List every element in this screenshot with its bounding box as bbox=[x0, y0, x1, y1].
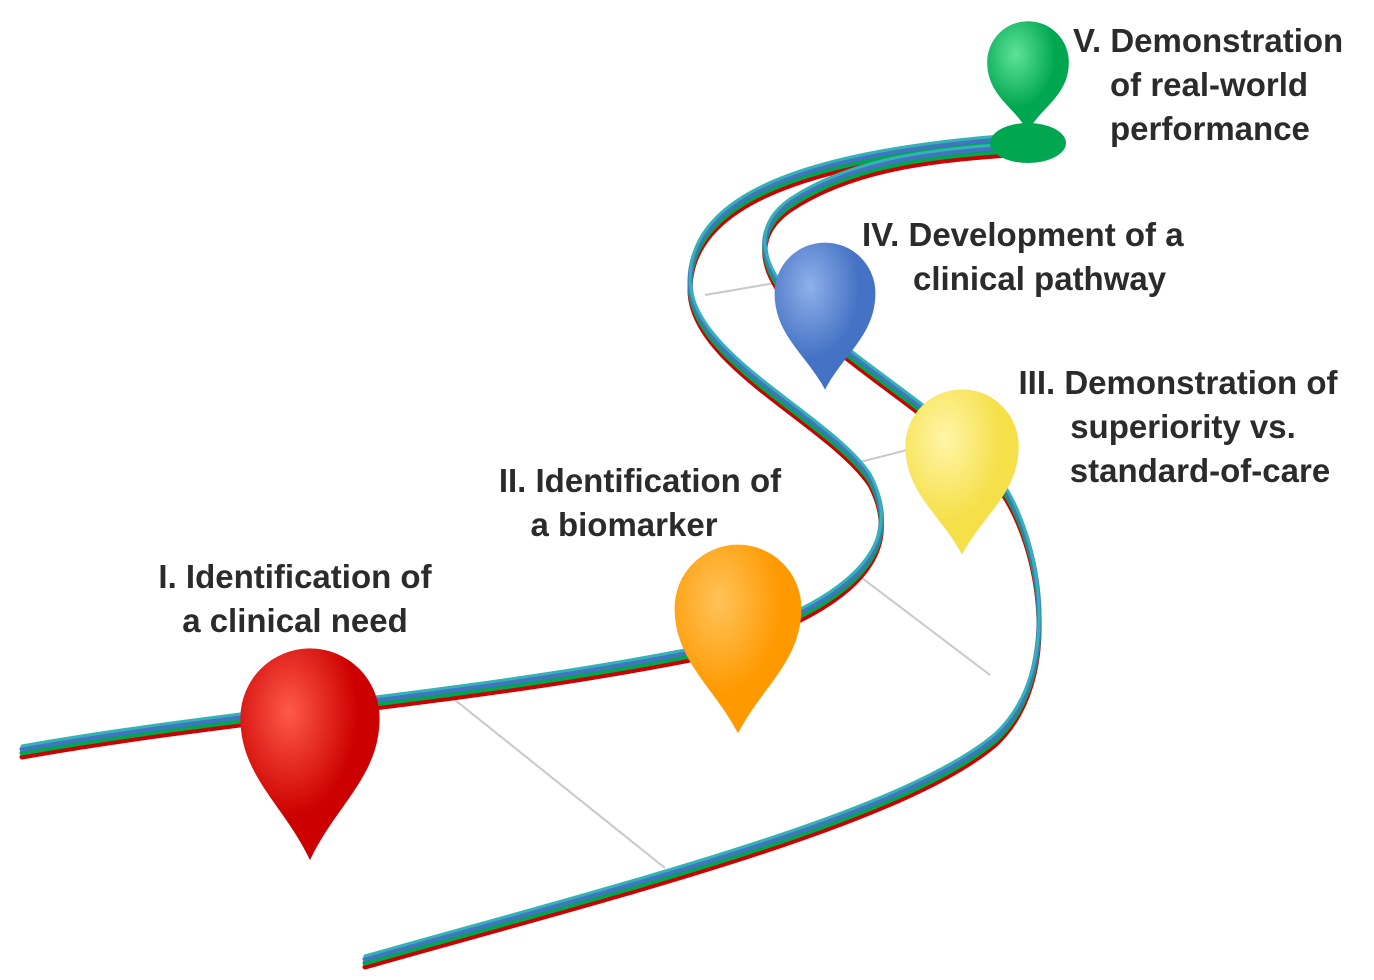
stage-2-label-line-2: a biomarker bbox=[530, 506, 717, 543]
stage-3-label-line-1: III. Demonstration of bbox=[1018, 364, 1338, 401]
stage-4-label-line-2: clinical pathway bbox=[913, 260, 1167, 297]
stage-5-pin-icon bbox=[987, 21, 1069, 132]
stage-1-label-line-1: I. Identification of bbox=[158, 558, 432, 595]
stage-3-label: III. Demonstration of superiority vs. st… bbox=[1018, 364, 1338, 489]
stage-2-label: II. Identification of a biomarker bbox=[499, 462, 782, 543]
stage-5-pin-base bbox=[990, 123, 1066, 163]
stage-5-label: V. Demonstration of real-world performan… bbox=[1073, 22, 1343, 147]
stage-1-pin-icon bbox=[240, 648, 380, 861]
rail-strand bbox=[19, 140, 1003, 756]
road-rung bbox=[704, 282, 776, 296]
road-rung bbox=[861, 577, 991, 676]
stage-3-pin-icon bbox=[905, 389, 1019, 555]
stage-5-label-line-3: performance bbox=[1110, 110, 1310, 147]
road-rungs bbox=[454, 282, 991, 869]
stage-4-label: IV. Development of a clinical pathway bbox=[862, 216, 1184, 297]
stage-3-label-line-2: superiority vs. bbox=[1070, 408, 1296, 445]
stage-4-label-line-1: IV. Development of a bbox=[862, 216, 1184, 253]
stage-5-label-line-1: V. Demonstration bbox=[1073, 22, 1343, 59]
rail-strand bbox=[20, 134, 1002, 748]
stage-4-pin-icon bbox=[774, 242, 876, 390]
stage-3-label-line-3: standard-of-care bbox=[1070, 452, 1330, 489]
stage-2-pin-icon bbox=[674, 544, 802, 734]
road-rail-upper bbox=[19, 134, 1003, 760]
stage-1-label-line-2: a clinical need bbox=[182, 602, 408, 639]
stage-1-label: I. Identification of a clinical need bbox=[158, 558, 432, 639]
stage-5-label-line-2: of real-world bbox=[1110, 66, 1308, 103]
road-rung bbox=[454, 699, 666, 869]
rail-strand bbox=[19, 136, 1003, 752]
stage-2-label-line-1: II. Identification of bbox=[499, 462, 782, 499]
